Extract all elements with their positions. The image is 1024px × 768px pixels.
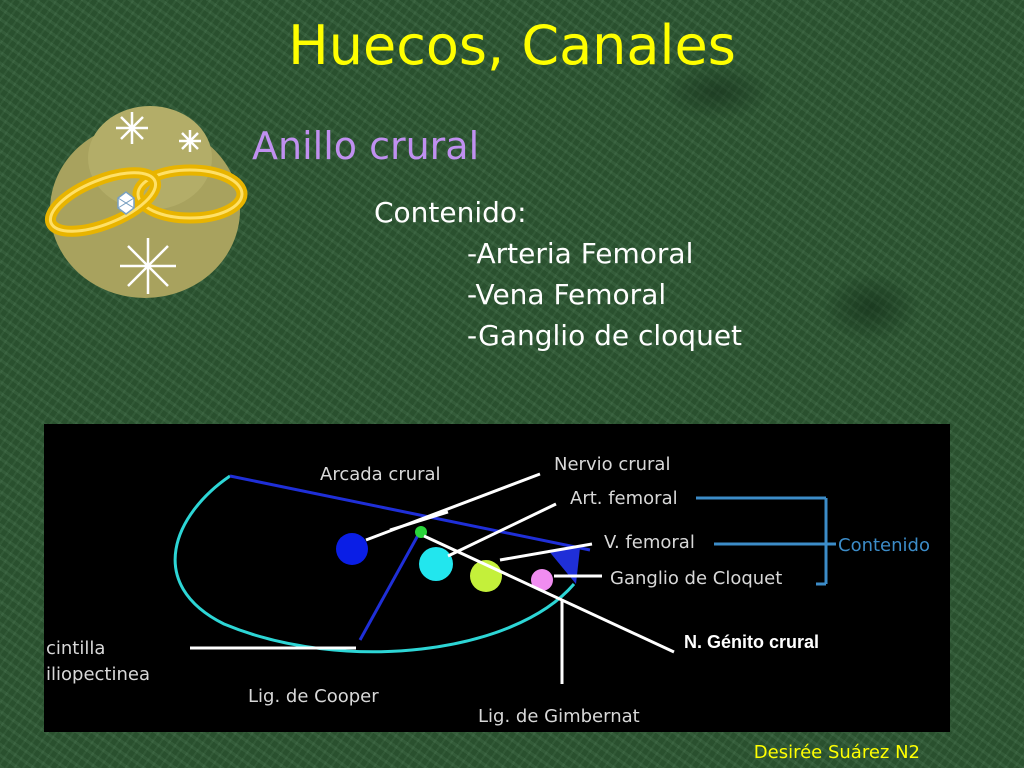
content-list: Contenido: -Arteria Femoral -Vena Femora… — [374, 192, 742, 356]
content-item-arteria: -Arteria Femoral — [467, 237, 694, 270]
arteria-femoral-dot — [419, 547, 453, 581]
label-iliopectinea: iliopectinea — [46, 664, 150, 685]
cooper-ligament-line — [358, 527, 424, 641]
author-footer: Desirée Suárez N2 — [753, 742, 920, 763]
label-lig-gimbernat: Lig. de Gimbernat — [478, 706, 640, 727]
vena-leader — [499, 542, 593, 562]
ring-arch — [173, 474, 576, 654]
femoral-ring-diagram: Arcada crural Nervio crural Art. femoral… — [44, 424, 950, 732]
content-item-ganglio: -Ganglio de cloquet — [467, 319, 743, 352]
arteria-leader — [447, 502, 557, 558]
content-heading: Contenido: — [374, 196, 527, 229]
genito-leader — [423, 534, 675, 654]
arcada-leader — [389, 510, 449, 532]
genito-crural-dot — [415, 526, 427, 538]
label-cintilla: cintilla — [46, 638, 105, 659]
content-item-vena: -Vena Femoral — [467, 278, 667, 311]
slide-subtitle: Anillo crural — [252, 124, 480, 168]
label-arcada-crural: Arcada crural — [320, 464, 441, 485]
label-v-femoral: V. femoral — [604, 532, 695, 553]
ganglio-cloquet-dot — [531, 569, 553, 591]
arcada-crural-line — [229, 474, 591, 552]
label-contenido: Contenido — [838, 535, 930, 556]
label-genito-crural: N. Génito crural — [684, 632, 819, 652]
slide-title: Huecos, Canales — [288, 14, 736, 77]
label-art-femoral: Art. femoral — [570, 488, 678, 509]
wedding-rings-icon — [44, 106, 248, 298]
label-ganglio-cloquet: Ganglio de Cloquet — [610, 568, 782, 589]
label-nervio-crural: Nervio crural — [554, 454, 670, 475]
nervio-crural-dot — [336, 533, 368, 565]
label-lig-cooper: Lig. de Cooper — [248, 686, 379, 707]
